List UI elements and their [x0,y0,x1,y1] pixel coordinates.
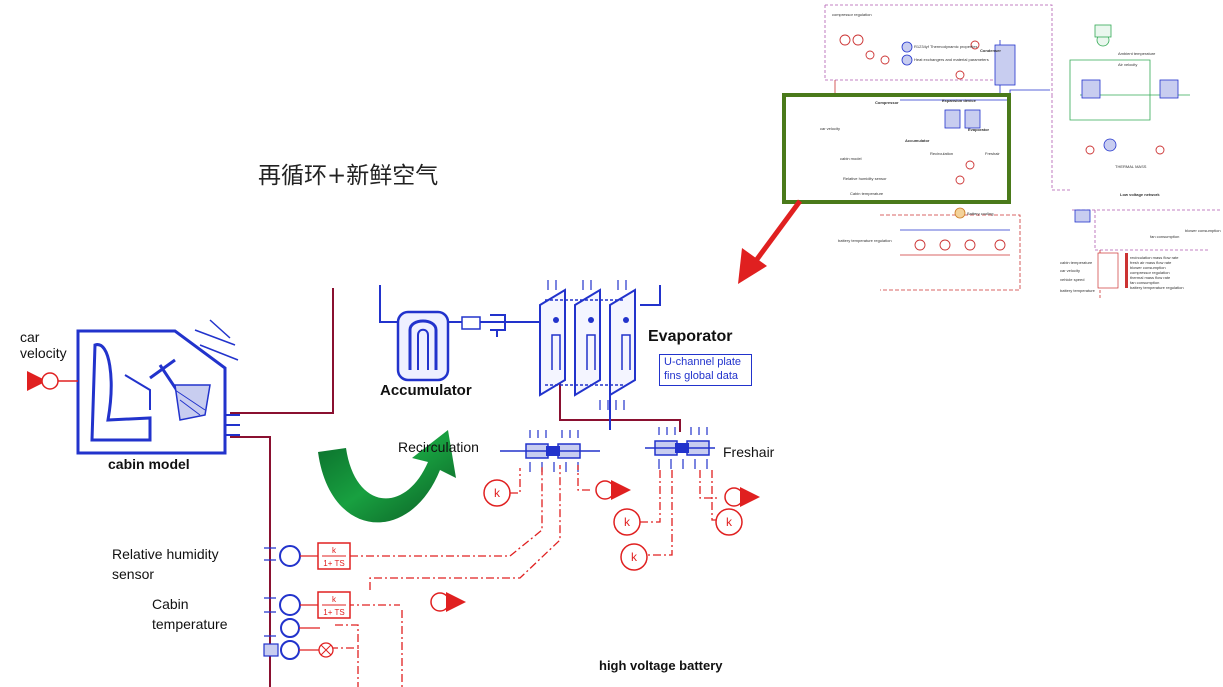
maroon-wires [230,288,681,687]
overview-text: THERMAL MASS [1115,164,1147,169]
accumulator-block [396,310,506,382]
car-velocity-input [27,371,78,391]
overview-output: fresh air mass flow rate [1130,260,1172,265]
overview-text: Battery cooling [967,211,993,216]
highlight-box [782,93,1011,204]
transfer-function-blocks [317,542,351,619]
overview-text: Expansion device [942,98,977,103]
sensor-column [263,545,334,660]
overview-input: vehicle speed [1060,277,1084,282]
overview-text: Air velocity [1118,62,1137,67]
overview-output: compressor regulation [1130,270,1170,275]
overview-text: R1234yf Thermodynamic properties [914,44,978,49]
overview-text: Recirculation [930,151,953,156]
tf-denominator: 1+ TS [323,559,344,568]
overview-text: Relative humidity sensor [843,176,887,181]
cabin-model-label: cabin model [108,456,190,472]
overview-text: battery temperature regulation [838,238,892,243]
evaporator-label: Evaporator [648,328,733,345]
overview-text: cabin model [840,156,862,161]
cabin-model-block [76,319,240,455]
gain-label: k [494,486,501,500]
pointer-arrow [738,199,803,284]
overview-output: battery temperature regulation [1130,285,1184,290]
overview-text: fan consumption [1150,234,1179,239]
evaporator-note: U-channel plate fins global data [659,354,752,386]
evaporator-note-line: U-channel plate [664,356,742,368]
gain-label: k [726,515,733,529]
tf-numerator: k [332,546,337,555]
high-voltage-battery-label: high voltage battery [599,658,723,673]
overview-text: Condenser [980,48,1001,53]
relative-humidity-label: Relative humidity sensor [112,546,219,582]
overview-input: cabin temperature [1060,260,1093,265]
evaporator-block [539,280,636,410]
overview-text: blower consumption [1185,228,1221,233]
recirculation-damper [500,430,600,472]
gain-label: k [624,515,631,529]
page-title: 再循环+新鲜空气 [258,163,439,189]
overview-output: blower consumption [1130,265,1166,270]
overview-text: Freshair [985,151,1000,156]
overview-text: car velocity [820,126,840,131]
overview-text: Accumulator [905,138,930,143]
cabin-temperature-label: Cabin temperature [152,596,228,632]
overview-input: battery temperature [1060,288,1096,293]
system-overview [818,2,1220,300]
signal-lines [330,465,725,687]
fresh-air-damper [645,427,715,469]
overview-input: car velocity [1060,268,1080,273]
overview-text: Heat exchangers and material parameters [914,57,989,62]
overview-text: Compressor [875,100,899,105]
overview-output: recirculation mass flow rate [1130,255,1179,260]
accumulator-label: Accumulator [380,382,472,399]
tf-denominator: 1+ TS [323,608,344,617]
overview-text: Low voltage network [1120,192,1160,197]
recirculation-arrow [318,430,456,523]
gain-label: k [631,550,638,564]
fresh-air-label: Freshair [723,444,775,460]
recirculation-label: Recirculation [398,439,479,455]
overview-text: Ambient temperature [1118,51,1156,56]
overview-text: Cabin temperature [850,191,884,196]
gain-blocks [430,479,760,612]
overview-text: compressor regulation [832,12,872,17]
car-velocity-label: car velocity [20,329,67,361]
overview-text: Evaporator [968,127,990,132]
overview-output: fan consumption [1130,280,1159,285]
tf-numerator: k [332,595,337,604]
evaporator-note-line: fins global data [664,370,738,382]
overview-output: thermal mass flow rate [1130,275,1171,280]
